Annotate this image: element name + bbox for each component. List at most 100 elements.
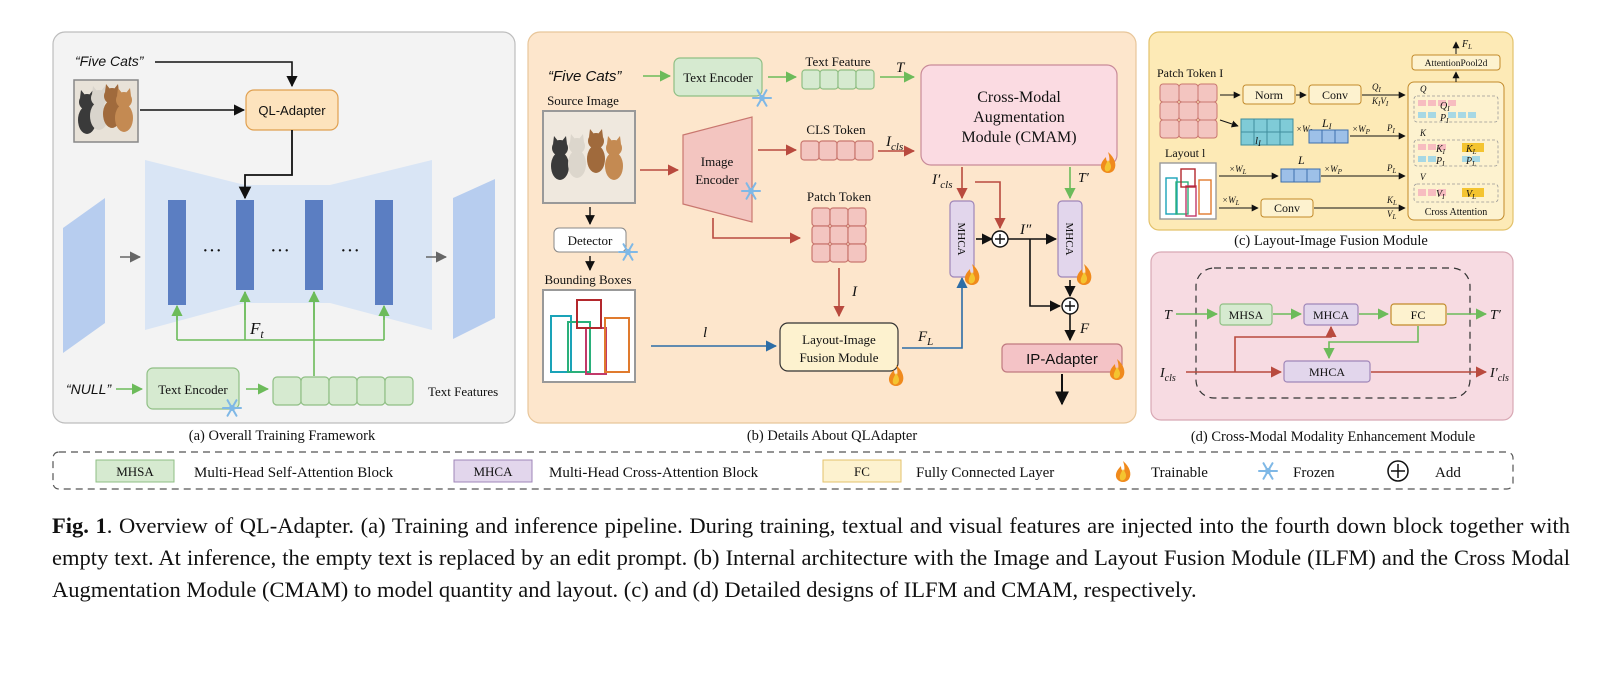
legend-add: Add xyxy=(1435,465,1461,481)
k-label: K xyxy=(1419,128,1427,138)
legend-trainable: Trainable xyxy=(1151,465,1208,481)
wl-label-3: ×WL xyxy=(1222,195,1240,207)
i-double-prime-label: I″ xyxy=(1019,222,1032,238)
caption-c: (c) Layout-Image Fusion Module xyxy=(1234,233,1428,249)
t-input-label: T xyxy=(1164,308,1173,323)
f-label: F xyxy=(1079,321,1090,337)
i-label: I xyxy=(851,284,858,300)
li-label: LI xyxy=(1321,116,1332,131)
ellipsis: ··· xyxy=(202,240,222,262)
kl-label: KL xyxy=(1386,195,1397,207)
cmam-label-3: Module (CMAM) xyxy=(961,129,1076,146)
text-encoder-b-label: Text Encoder xyxy=(683,70,753,85)
legend-fc-desc: Fully Connected Layer xyxy=(916,465,1054,481)
v-label: V xyxy=(1420,172,1427,182)
image-encoder-label-1: Image xyxy=(701,154,734,169)
pl-label: PL xyxy=(1386,163,1397,175)
norm-label: Norm xyxy=(1255,88,1284,102)
norm-box xyxy=(1242,84,1296,105)
legend-frozen: Frozen xyxy=(1293,465,1335,481)
legend-mhsa-desc: Multi-Head Self-Attention Block xyxy=(194,465,394,481)
vi-inner: VI xyxy=(1436,189,1445,201)
mhca-box-d2 xyxy=(1283,360,1371,383)
icls-label: Icls xyxy=(885,134,903,153)
legend-mhca-swatch xyxy=(453,459,533,483)
legend-fc-swatch xyxy=(822,459,902,483)
lif-label-2: Fusion Module xyxy=(799,350,878,365)
wl-label-2: ×WL xyxy=(1229,164,1247,176)
bounding-boxes-label: Bounding Boxes xyxy=(544,272,631,287)
mhca-box-d1 xyxy=(1303,303,1359,326)
text-features-label: Text Features xyxy=(428,384,498,399)
flame-icon xyxy=(1115,461,1131,482)
attention-pool-box xyxy=(1411,54,1501,71)
patch-token-i-label: Patch Token I xyxy=(1157,66,1223,80)
input-latent xyxy=(63,198,105,353)
t-label: T xyxy=(896,60,906,76)
kl-inner: KL xyxy=(1465,144,1477,156)
cross-attention-label: Cross Attention xyxy=(1425,207,1488,218)
cmam-box xyxy=(920,64,1118,166)
cmam-label-1: Cross-Modal xyxy=(977,89,1061,106)
t-prime-out-label: T′ xyxy=(1490,308,1502,323)
pi-label: PI xyxy=(1386,123,1396,135)
mhca-label-1: MHCA xyxy=(955,222,967,255)
pi-inner-2: PI xyxy=(1435,156,1445,168)
l-label: l xyxy=(703,325,707,341)
fc-box-d xyxy=(1390,303,1447,326)
legend-mhca-desc: Multi-Head Cross-Attention Block xyxy=(549,465,759,481)
panel-d: T MHSA MHCA FC T′ Icls MHCA I′cls (d) Cr… xyxy=(1150,251,1514,445)
legend-mhca-label: MHCA xyxy=(473,464,513,479)
patch-token-label: Patch Token xyxy=(807,189,872,204)
caption-b: (b) Details About QLAdapter xyxy=(747,428,918,444)
mhca-box-1 xyxy=(949,200,975,278)
conv-box-2 xyxy=(1260,198,1314,218)
figure-diagram: “Five Cats” QL-Adapter ··· ··· ··· xyxy=(52,31,1514,490)
fl-label: FL xyxy=(917,329,933,348)
output-latent xyxy=(453,179,495,339)
detector-label: Detector xyxy=(568,233,613,248)
detector-box xyxy=(553,227,627,253)
layout-thumbnail xyxy=(1159,162,1217,220)
li-inner-label: lI xyxy=(1255,135,1261,148)
text-encoder-b xyxy=(673,57,763,97)
bounding-boxes-image xyxy=(542,289,636,383)
pi-inner: PI xyxy=(1439,113,1449,125)
unet-block-2 xyxy=(236,200,254,290)
ki-inner: KI xyxy=(1435,144,1446,156)
icls-input-label: Icls xyxy=(1159,366,1176,384)
caption-label: Fig. 1 xyxy=(52,513,107,538)
text-feature-tokens xyxy=(801,69,875,90)
icls-prime-label: I′cls xyxy=(931,172,953,191)
legend-mhsa-label: MHSA xyxy=(116,464,154,479)
caption-text: . Overview of QL-Adapter. (a) Training a… xyxy=(52,513,1570,602)
mhca-label-d2: MHCA xyxy=(1309,365,1345,379)
ellipsis: ··· xyxy=(270,240,290,262)
unet-block-1 xyxy=(168,200,186,305)
prompt-five-cats-b: “Five Cats” xyxy=(548,68,622,85)
patch-grid-c xyxy=(1159,83,1218,139)
vl-label: VL xyxy=(1387,209,1397,221)
text-feature-label: Text Feature xyxy=(805,54,870,69)
unet-block-3 xyxy=(305,200,323,290)
unet-block-4 xyxy=(375,200,393,305)
fc-label-d: FC xyxy=(1411,308,1426,322)
vl-inner: VL xyxy=(1466,189,1476,201)
li-vec xyxy=(1308,129,1349,144)
ip-adapter-label: IP-Adapter xyxy=(1026,351,1098,368)
ql-adapter-label: QL-Adapter xyxy=(258,103,326,118)
null-prompt: “NULL” xyxy=(66,381,112,397)
legend: MHSA Multi-Head Self-Attention Block MHC… xyxy=(52,451,1514,490)
cls-token-label: CLS Token xyxy=(806,122,866,137)
layout-l-label: Layout l xyxy=(1165,146,1206,160)
source-image-label: Source Image xyxy=(547,93,619,108)
qi-inner: QI xyxy=(1440,101,1450,113)
mhsa-box xyxy=(1219,303,1273,326)
fl-out-label: FL xyxy=(1461,39,1472,51)
layout-image-fusion-box xyxy=(779,322,899,372)
conv-label-2: Conv xyxy=(1274,201,1300,215)
text-features-tokens xyxy=(272,376,414,406)
ft-label: Ft xyxy=(249,319,264,341)
ki-vi-label: KIVI xyxy=(1371,96,1389,108)
pl-inner: PL xyxy=(1465,156,1476,168)
